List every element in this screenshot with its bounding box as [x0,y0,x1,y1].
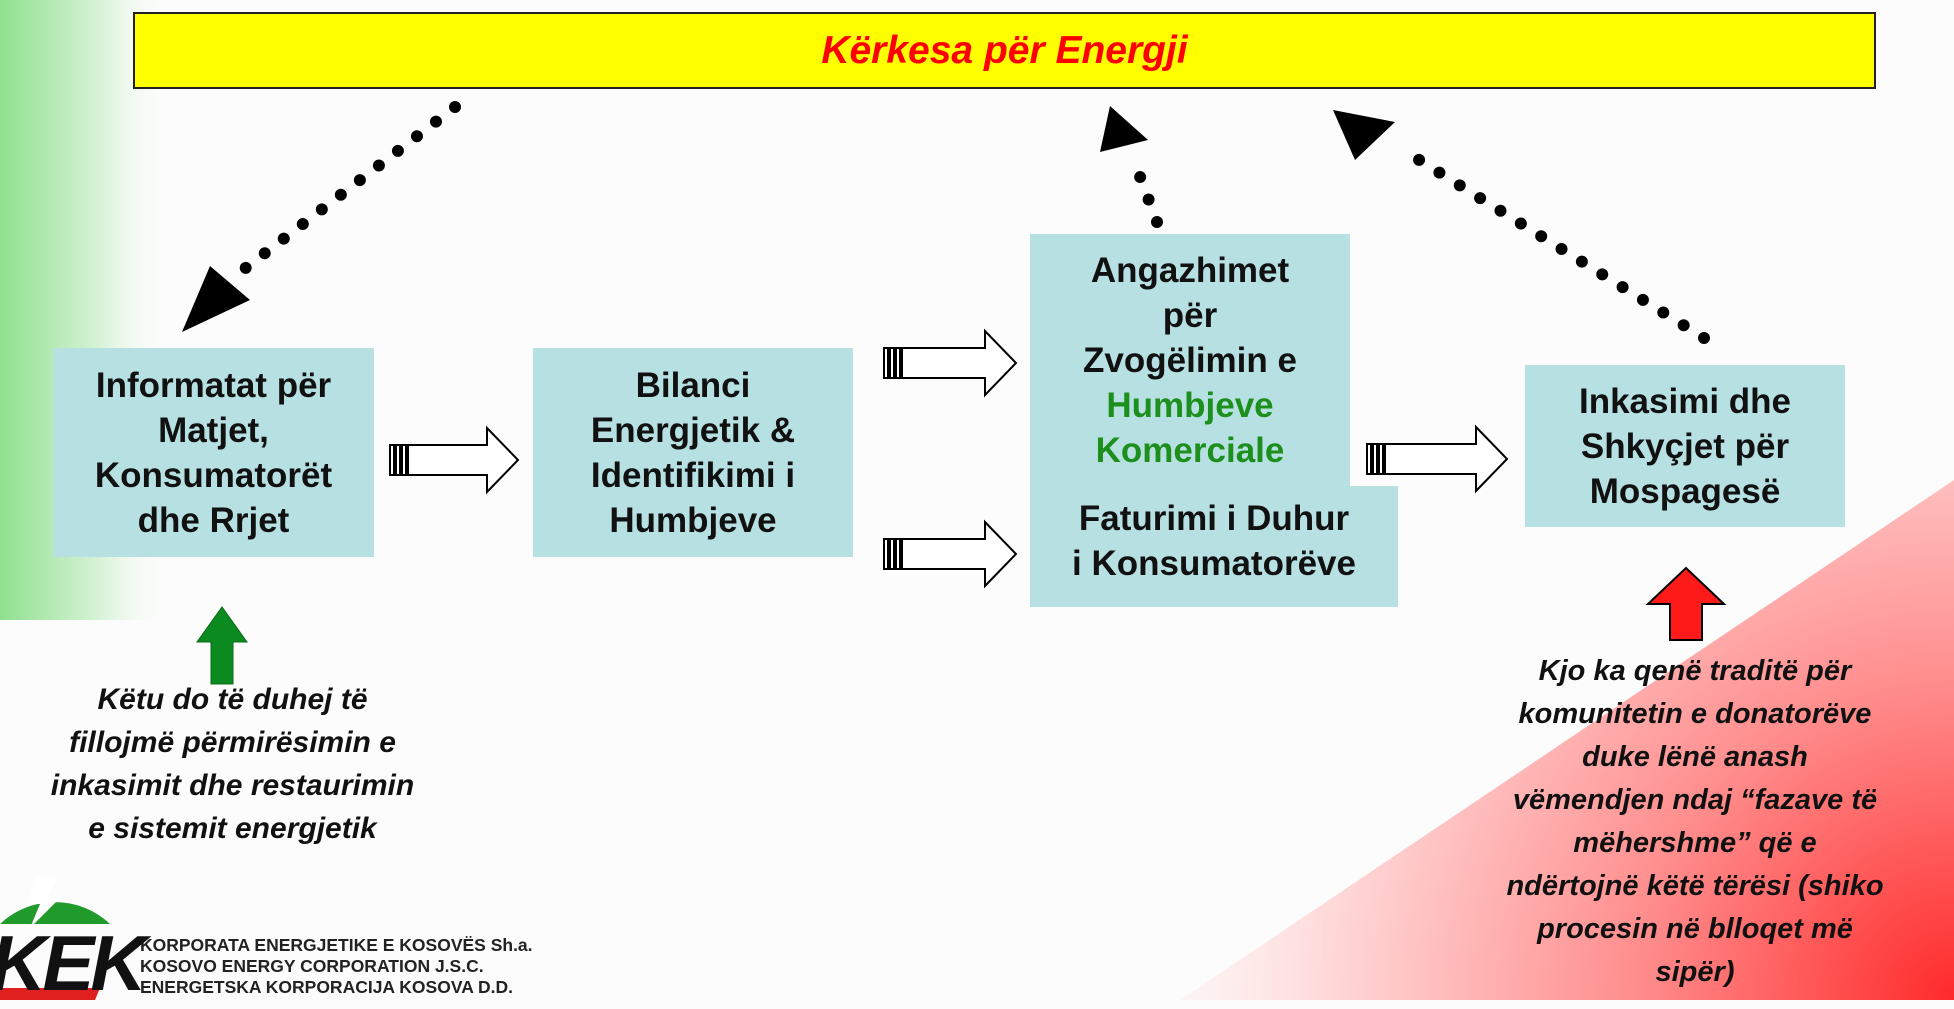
logo-company-names: KORPORATA ENERGJETIKE E KOSOVËS Sh.a. KO… [140,935,533,998]
note-line: mëhershme” që e [1573,827,1817,859]
box-line: për [1162,295,1218,335]
box-inkasimi: Inkasimi dhe Shkyçjet për Mospagesë [1525,365,1845,527]
note-line: vëmendjen ndaj “fazave të [1512,784,1878,816]
box-informatat: Informatat për Matjet, Konsumatorët dhe … [53,348,374,557]
red-up-arrow [1645,566,1727,641]
box-line: Konsumatorët [94,455,333,495]
note-line: komunitetin e donatorëve [1518,698,1872,730]
box-line: i Konsumatorëve [1072,544,1356,583]
box-line: Shkyçjet për [1580,426,1790,466]
note-line: Kjo ka qenë traditë për [1538,655,1852,687]
note-right: Kjo ka qenë traditë për komunitetin e do… [1440,650,1950,994]
box-line: Faturimi i Duhur [1078,499,1350,538]
box-line: Mospagesë [1589,471,1781,511]
box-faturimi: Faturimi i Duhur i Konsumatorëve [1030,486,1398,607]
title-text: Kërkesa për Energji [821,28,1188,72]
dotted-arrow-from-inkasimi [1333,110,1710,344]
box-line: dhe Rrjet [137,500,290,540]
dotted-arrow-from-angazhimet [1100,106,1163,228]
note-line: Këtu do të duhej të [97,683,368,716]
logo-line: KORPORATA ENERGJETIKE E KOSOVËS Sh.a. [140,935,533,955]
box-line: Zvogëlimin e [1083,340,1297,380]
box-line-highlight: Humbjeve [1106,385,1274,425]
block-arrow-2 [883,328,1018,398]
note-line: procesin në blloqet më [1537,913,1853,945]
kek-logo-icon [0,876,130,1000]
box-line: Bilanci [635,365,751,405]
note-line: fillojmë përmirësimin e [69,726,396,759]
box-line: Identifikimi i [590,455,796,495]
box-line: Informatat për [95,365,332,405]
note-line: ndërtojnë këtë tërësi (shiko [1506,870,1884,902]
logo-mark: KEK [0,919,147,1007]
green-up-arrow [196,606,248,685]
logo-line: KOSOVO ENERGY CORPORATION J.S.C. [140,956,484,976]
box-line-highlight: Komerciale [1095,430,1285,470]
box-line: Humbjeve [609,500,777,540]
box-angazhimet: Angazhimet për Zvogëlimin e Humbjeve Kom… [1030,234,1350,486]
note-line: duke lënë anash [1582,741,1808,773]
block-arrow-1 [389,425,520,495]
note-line: inkasimit dhe restaurimin [50,769,415,802]
box-line: Angazhimet [1090,250,1290,290]
note-line: e sistemit energjetik [88,812,377,845]
box-bilanci: Bilanci Energjetik & Identifikimi i Humb… [533,348,853,557]
logo-line: ENERGETSKA KORPORACIJA KOSOVA D.D. [140,977,514,997]
block-arrow-3 [883,519,1018,589]
box-line: Inkasimi dhe [1578,381,1792,421]
block-arrow-4 [1366,424,1509,494]
box-line: Matjet, [158,410,269,450]
dotted-arrow-to-informatat [182,101,461,332]
title-banner: Kërkesa për Energji [133,12,1876,89]
box-line: Energjetik & [590,410,796,450]
note-left: Këtu do të duhej të fillojmë përmirësimi… [5,678,460,850]
note-line: sipër) [1655,956,1735,988]
